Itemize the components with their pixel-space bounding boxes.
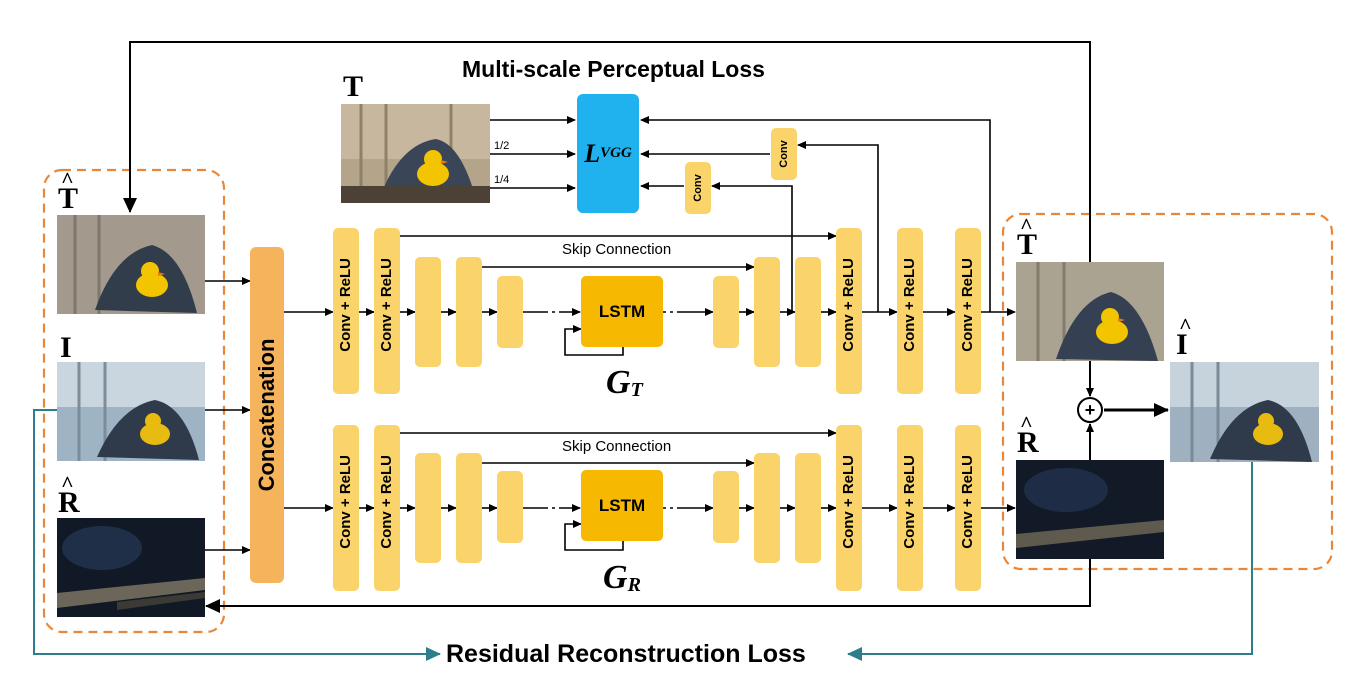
duck-image — [1170, 362, 1319, 462]
gt-conv-5-label: Conv + ReLU — [959, 258, 976, 352]
gr-conv-5 — [955, 425, 981, 591]
gt-down-1 — [415, 257, 441, 367]
output-r-hat-label: ^R — [1017, 411, 1039, 459]
gt-conv-2-label: Conv + ReLU — [378, 258, 395, 352]
gt-up-2 — [754, 257, 780, 367]
vgg-loss-sub: VGG — [600, 145, 632, 161]
residual-loss-title: Residual Reconstruction Loss — [446, 640, 806, 668]
gr-lstm: LSTM — [581, 470, 663, 541]
gt-conv-4-label: Conv + ReLU — [901, 258, 918, 352]
gr-conv-5-label: Conv + ReLU — [959, 455, 976, 549]
gr-symbol: GR — [603, 559, 641, 596]
input-group-box — [42, 168, 226, 634]
gr-up-3 — [795, 453, 821, 563]
gt-up-1 — [713, 276, 739, 348]
output-i-hat-photo — [1170, 362, 1319, 462]
output-i-hat-label: ^I — [1176, 313, 1192, 361]
gr-conv-4-label: Conv + ReLU — [901, 455, 918, 549]
scale-quarter: 1/4 — [494, 174, 510, 186]
small-conv-1-label: Conv — [778, 140, 790, 168]
gr-conv-1 — [333, 425, 359, 591]
output-t-hat-photo — [1016, 262, 1164, 361]
gt-conv-1 — [333, 228, 359, 394]
gr-conv-3 — [836, 425, 862, 591]
small-conv-1: Conv — [771, 128, 797, 180]
perceptual-loss-title: Multi-scale Perceptual Loss — [462, 56, 765, 82]
duck-image — [1016, 262, 1164, 361]
gt-conv-3-label: Conv + ReLU — [840, 258, 857, 352]
gt-up-3 — [795, 257, 821, 367]
input-i-photo — [57, 362, 205, 461]
input-t-hat-photo — [57, 215, 205, 314]
input-i-label: I — [60, 331, 72, 364]
gr-up-1 — [713, 471, 739, 543]
gt-conv-1-label: Conv + ReLU — [337, 258, 354, 352]
small-conv-2-label: Conv — [692, 174, 704, 202]
gr-down-3 — [497, 471, 523, 543]
gt-lstm: LSTM — [581, 276, 663, 347]
gt-conv-2 — [374, 228, 400, 394]
gt-conv-4 — [897, 228, 923, 394]
output-t-hat-label: ^T — [1017, 213, 1038, 261]
gr-down-2 — [456, 453, 482, 563]
reflection-image — [1016, 460, 1164, 559]
reflection-image — [57, 518, 205, 617]
sum-operator: + — [1077, 397, 1103, 423]
input-r-hat-photo — [57, 518, 205, 617]
concatenation-block: Concatenation — [250, 247, 284, 583]
target-photo — [341, 104, 490, 203]
gr-skip-label: Skip Connection — [562, 438, 672, 455]
vgg-loss-symbol: L — [584, 138, 601, 168]
gt-down-2 — [456, 257, 482, 367]
scale-half: 1/2 — [494, 140, 510, 152]
gr-down-1 — [415, 453, 441, 563]
gr-conv-4 — [897, 425, 923, 591]
gt-down-3 — [497, 276, 523, 348]
duck-image — [57, 362, 205, 461]
duck-image — [341, 104, 490, 203]
output-group-box — [1001, 212, 1334, 571]
input-t-hat-label: ^T — [58, 167, 79, 215]
gr-conv-1-label: Conv + ReLU — [337, 455, 354, 549]
duck-image — [57, 215, 205, 314]
gr-conv-2-label: Conv + ReLU — [378, 455, 395, 549]
gr-conv-3-label: Conv + ReLU — [840, 455, 857, 549]
gr-conv-2 — [374, 425, 400, 591]
gt-symbol: GT — [606, 364, 643, 401]
target-label: T — [343, 70, 364, 103]
input-r-hat-label: ^R — [58, 471, 80, 519]
gr-up-2 — [754, 453, 780, 563]
gt-conv-5 — [955, 228, 981, 394]
gt-conv-3 — [836, 228, 862, 394]
small-conv-2: Conv — [685, 162, 711, 214]
output-r-hat-photo — [1016, 460, 1164, 559]
concatenation-label: Concatenation — [254, 338, 279, 492]
gt-skip-label: Skip Connection — [562, 241, 672, 258]
